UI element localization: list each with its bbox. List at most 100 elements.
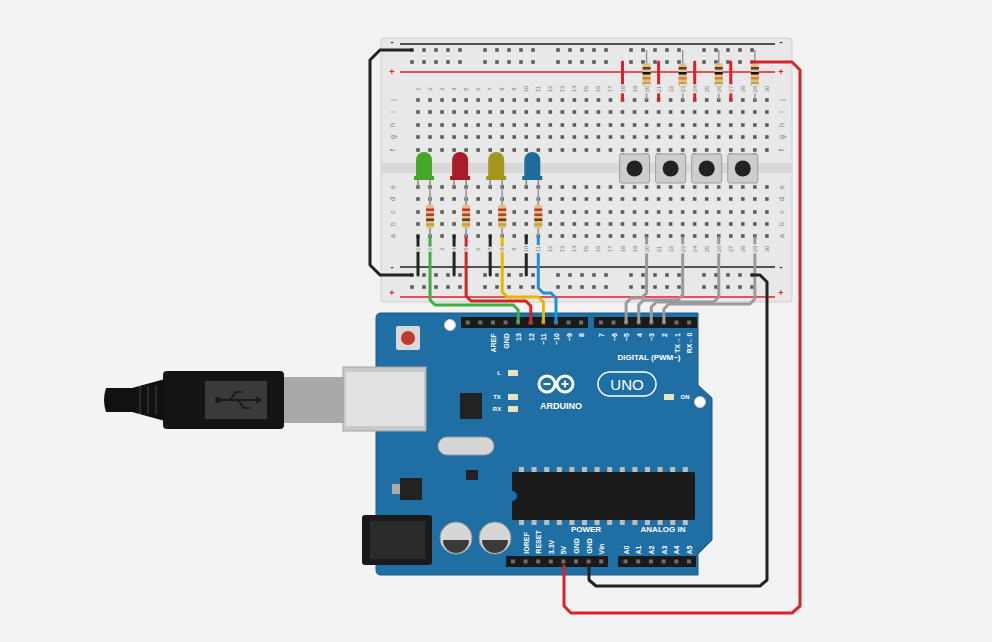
- column-number: 26: [716, 245, 722, 254]
- breadboard-hole: [422, 273, 426, 277]
- column-number: 23: [680, 245, 686, 254]
- pin-label: ~6: [610, 333, 617, 341]
- header-pin: [687, 560, 691, 564]
- breadboard-hole: [693, 210, 697, 214]
- breadboard-hole: [669, 234, 673, 238]
- breadboard-hole: [729, 123, 733, 127]
- breadboard-hole: [488, 148, 492, 152]
- breadboard-hole: [669, 148, 673, 152]
- breadboard-hole: [633, 110, 637, 114]
- row-letter: g: [778, 135, 785, 139]
- header-pin: [466, 321, 470, 325]
- breadboard-hole: [512, 110, 516, 114]
- pin-label: A4: [673, 545, 680, 554]
- capacitor: [440, 522, 472, 554]
- column-number: 22: [668, 85, 674, 94]
- breadboard-hole: [519, 285, 523, 289]
- pin-label: 13: [515, 333, 522, 341]
- usb-socket: [343, 367, 426, 431]
- usb-plug-insert: [282, 377, 344, 423]
- breadboard-hole: [500, 98, 504, 102]
- breadboard-hole: [458, 273, 462, 277]
- breadboard-hole: [549, 210, 553, 214]
- chip-leg: [595, 467, 600, 472]
- breadboard-hole: [765, 148, 769, 152]
- breadboard-hole: [488, 98, 492, 102]
- breadboard-hole: [488, 210, 492, 214]
- breadboard-hole: [512, 185, 516, 189]
- breadboard-hole: [669, 185, 673, 189]
- breadboard-hole: [561, 135, 565, 139]
- column-number: 2: [427, 246, 433, 251]
- chip-leg: [683, 467, 688, 472]
- smd-led: [508, 394, 518, 400]
- breadboard-hole: [677, 285, 681, 289]
- chip-leg: [658, 467, 663, 472]
- breadboard-hole: [681, 222, 685, 226]
- resistor-band: [462, 209, 470, 212]
- breadboard-hole: [753, 123, 757, 127]
- breadboard-hole: [641, 60, 645, 64]
- breadboard-hole: [738, 285, 742, 289]
- breadboard-hole: [717, 210, 721, 214]
- led: [488, 152, 504, 178]
- breadboard-hole: [629, 48, 633, 52]
- jumper-wire: [466, 238, 531, 322]
- row-letter: i: [778, 111, 785, 113]
- breadboard-hole: [765, 110, 769, 114]
- rail-polarity: +: [778, 68, 783, 77]
- crystal: [438, 437, 494, 455]
- breadboard-hole: [446, 273, 450, 277]
- breadboard-hole: [476, 210, 480, 214]
- breadboard-hole: [561, 185, 565, 189]
- row-letter: b: [778, 222, 785, 226]
- pin-label: A2: [647, 545, 654, 554]
- pin-label: AREF: [490, 333, 497, 352]
- breadboard-hole: [738, 48, 742, 52]
- breadboard-hole: [580, 285, 584, 289]
- board-marking: POWER: [571, 526, 601, 534]
- breadboard-hole: [580, 48, 584, 52]
- header-pin: [587, 560, 591, 564]
- column-number: 10: [523, 245, 529, 254]
- breadboard-hole: [633, 123, 637, 127]
- resistor-band: [679, 72, 687, 75]
- breadboard-hole: [476, 185, 480, 189]
- rail-polarity: -: [391, 38, 394, 47]
- breadboard-hole: [495, 285, 499, 289]
- breadboard-hole: [729, 197, 733, 201]
- board-model: UNO: [610, 377, 643, 392]
- column-number: 16: [595, 245, 601, 254]
- pin-label: 4: [635, 333, 642, 337]
- column-number: 1: [415, 246, 421, 251]
- led: [524, 152, 540, 178]
- breadboard-hole: [537, 148, 541, 152]
- breadboard-hole: [621, 197, 625, 201]
- breadboard-hole: [507, 48, 511, 52]
- strain-relief-ridge: [147, 386, 149, 414]
- breadboard-hole: [741, 234, 745, 238]
- breadboard-hole: [434, 60, 438, 64]
- column-number: 1: [415, 86, 421, 91]
- header-pin: [478, 321, 482, 325]
- breadboard-hole: [693, 148, 697, 152]
- resistor-band: [751, 77, 759, 80]
- breadboard-hole: [633, 222, 637, 226]
- breadboard-hole: [573, 148, 577, 152]
- breadboard-hole: [524, 222, 528, 226]
- breadboard-hole: [705, 123, 709, 127]
- header-pin: [599, 560, 603, 564]
- breadboard-hole: [597, 123, 601, 127]
- breadboard-hole: [519, 60, 523, 64]
- column-number: 7: [487, 246, 493, 251]
- breadboard-hole: [561, 222, 565, 226]
- breadboard-hole: [641, 285, 645, 289]
- logo-signs: [544, 381, 569, 388]
- breadboard-hole: [681, 185, 685, 189]
- capacitor-top: [482, 540, 508, 553]
- breadboard-hole: [621, 110, 625, 114]
- breadboard-hole: [657, 197, 661, 201]
- pin-label: 2: [660, 333, 667, 337]
- breadboard-hole: [416, 210, 420, 214]
